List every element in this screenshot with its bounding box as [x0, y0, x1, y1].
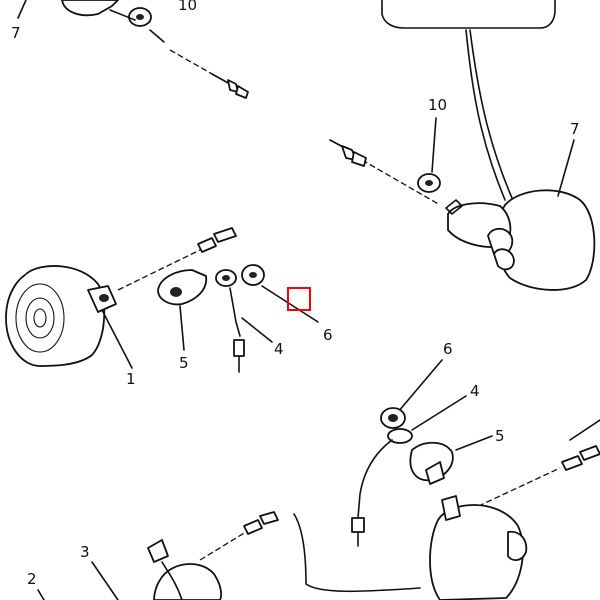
callout-10-top-left: 10	[178, 0, 197, 14]
bracket-5	[157, 269, 208, 306]
terminal-4-lower	[387, 428, 413, 444]
callout-5-lower: 5	[495, 427, 505, 445]
top-right-bracket	[381, 0, 556, 201]
left-turn-signal-assembly	[5, 227, 237, 369]
top-left-lamp-assembly	[17, 0, 249, 99]
center-parts	[157, 264, 319, 373]
callout-4-center: 4	[274, 340, 284, 358]
lower-right-assembly	[351, 359, 600, 600]
lower-right-signal-lens	[429, 504, 524, 600]
selection-box[interactable]	[287, 287, 311, 311]
callout-7-top-left: 7	[11, 24, 21, 42]
top-left-lamp-part	[61, 0, 119, 17]
left-signal-housing	[25, 265, 106, 367]
callout-6-lower: 6	[443, 340, 453, 358]
callout-6-center: 6	[323, 326, 333, 344]
bottom-lamp-housing	[153, 563, 222, 600]
callout-3: 3	[80, 543, 90, 561]
callout-7-top-right: 7	[570, 120, 580, 138]
callout-labels: 7 10 10 7 1 5 4 6 6 4 5 3 2	[11, 0, 580, 588]
bottom-assembly	[37, 511, 421, 600]
callout-2: 2	[27, 570, 37, 588]
callout-5-center: 5	[179, 354, 189, 372]
callout-10-top-right: 10	[428, 96, 447, 114]
callout-4-lower: 4	[470, 382, 480, 400]
callout-1: 1	[126, 370, 136, 388]
top-right-turn-signal	[329, 117, 596, 291]
